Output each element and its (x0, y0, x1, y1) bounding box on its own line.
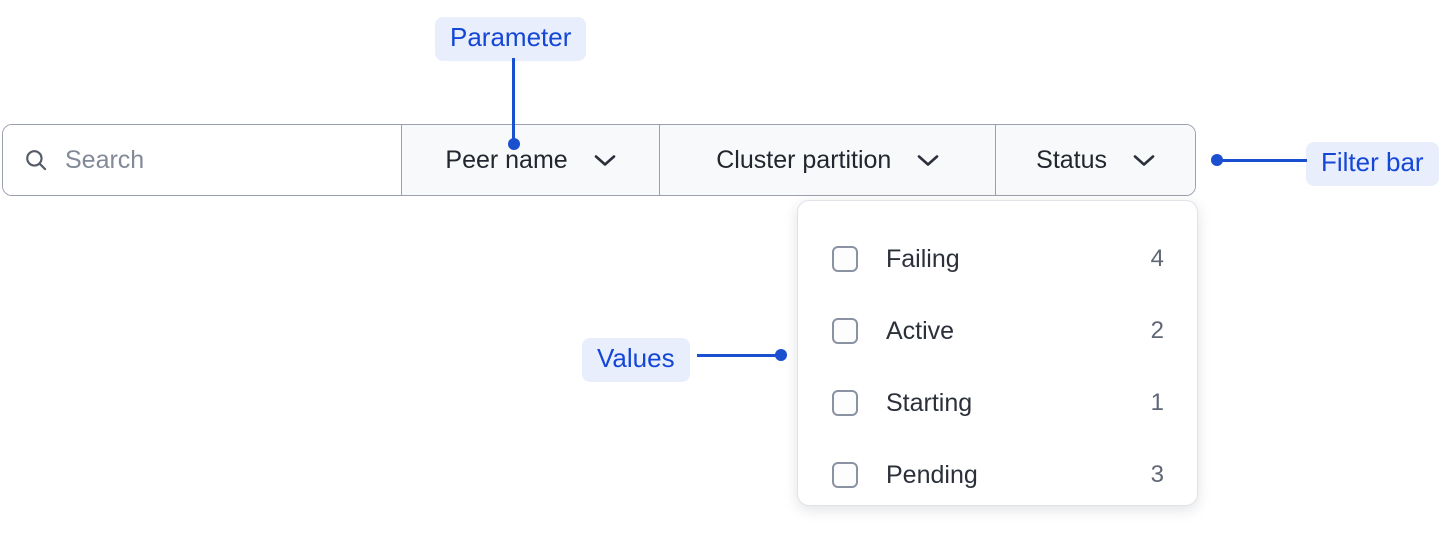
checkbox[interactable] (832, 318, 858, 344)
chevron-down-icon (1133, 154, 1155, 166)
search-input[interactable] (65, 145, 365, 175)
dropdown-option-label: Pending (886, 460, 978, 489)
checkbox[interactable] (832, 462, 858, 488)
dropdown-option[interactable]: Pending 3 (798, 439, 1197, 511)
checkbox[interactable] (832, 390, 858, 416)
annotation-connector-values (697, 354, 779, 357)
dropdown-option[interactable]: Active 2 (798, 295, 1197, 367)
annotation-parameter: Parameter (435, 17, 587, 61)
filter-dropdown-peer-name[interactable]: Peer name (401, 125, 661, 195)
search-icon (26, 150, 47, 171)
dropdown-option[interactable]: Starting 1 (798, 367, 1197, 439)
status-dropdown-menu: Failing 4 Active 2 Starting 1 Pending 3 (797, 200, 1198, 506)
chevron-down-icon (594, 154, 615, 166)
dropdown-option-count: 4 (1150, 245, 1164, 272)
filter-bar: Peer name Cluster partition Status (2, 124, 1196, 196)
dropdown-option[interactable]: Failing 4 (798, 223, 1197, 295)
dropdown-option-label: Failing (886, 244, 960, 273)
checkbox[interactable] (832, 246, 858, 272)
filter-dropdown-cluster-partition[interactable]: Cluster partition (660, 125, 997, 195)
dropdown-option-count: 1 (1150, 389, 1164, 416)
annotation-values: Values (582, 338, 690, 382)
annotation-dot-filter-bar (1211, 154, 1223, 166)
chevron-down-icon (918, 154, 939, 166)
dropdown-option-label: Active (886, 316, 955, 345)
dropdown-option-count: 2 (1150, 317, 1164, 344)
filter-dropdown-status[interactable]: Status (996, 125, 1195, 195)
annotation-connector-filter-bar (1219, 159, 1307, 162)
annotation-dot-parameter (508, 138, 520, 150)
filter-dropdown-label: Peer name (445, 145, 568, 174)
dropdown-option-count: 3 (1150, 461, 1164, 488)
filter-dropdown-label: Status (1036, 145, 1108, 174)
annotation-dot-values (775, 349, 787, 361)
filter-dropdown-label: Cluster partition (716, 145, 892, 174)
annotation-filter-bar: Filter bar (1306, 142, 1439, 186)
annotation-connector-parameter (512, 58, 515, 144)
search-field[interactable] (3, 125, 402, 195)
dropdown-option-label: Starting (886, 388, 973, 417)
